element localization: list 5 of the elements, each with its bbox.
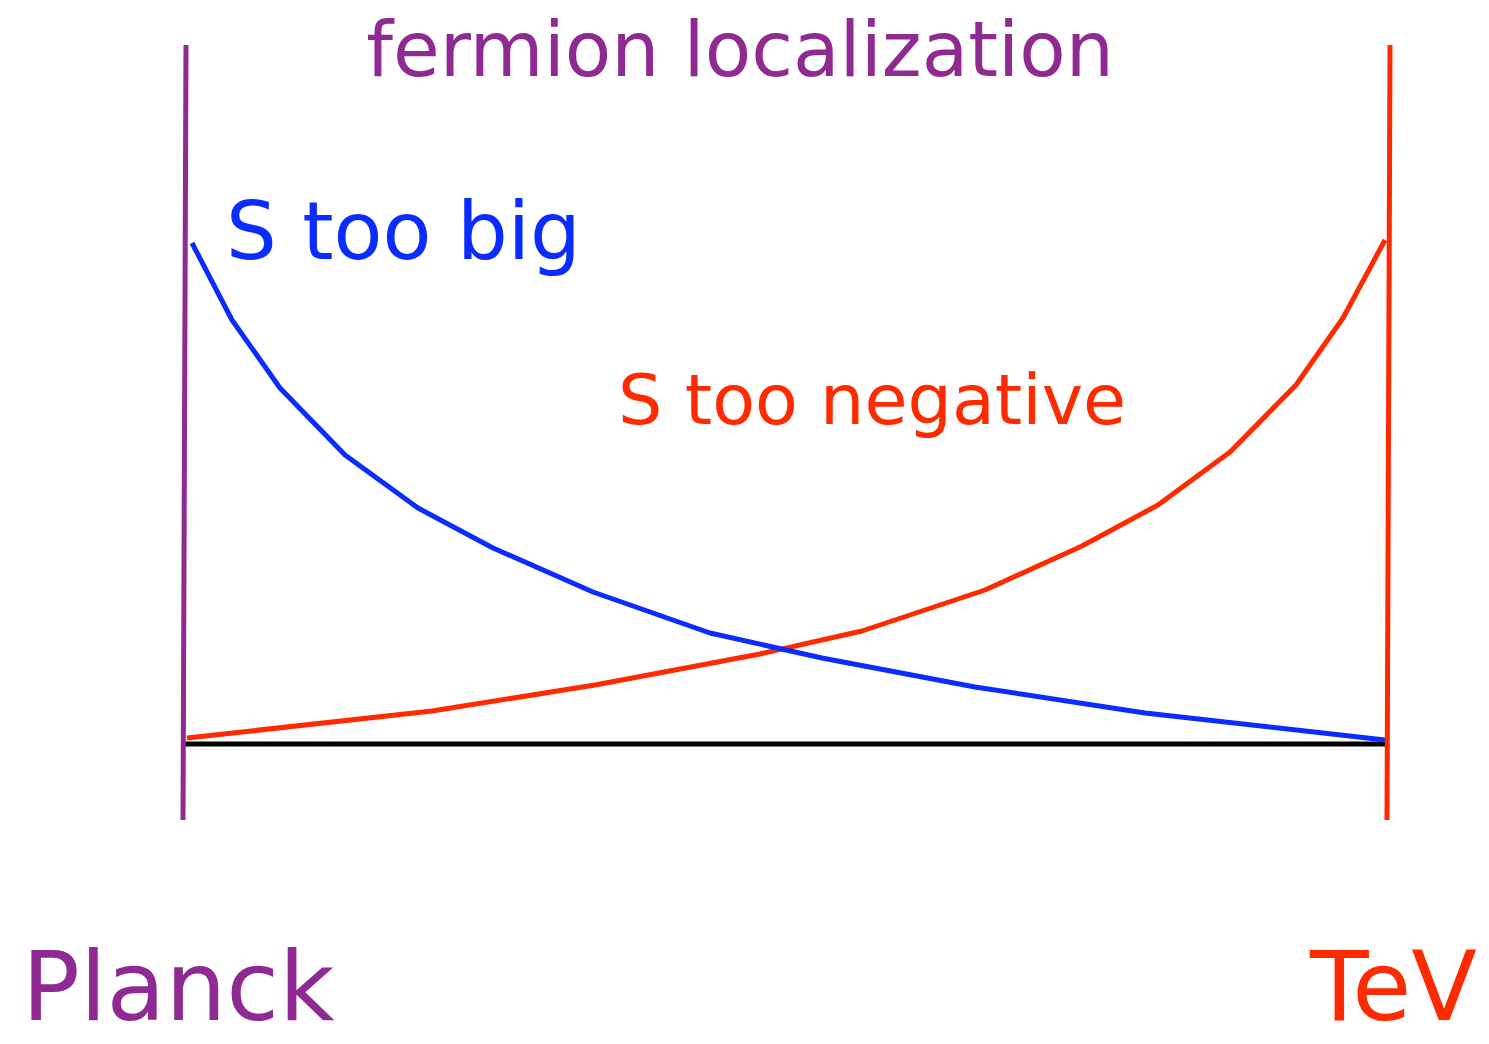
curve-label: S too big — [226, 188, 581, 276]
title: fermion localization — [366, 8, 1114, 92]
brane-label: Planck — [22, 935, 335, 1041]
brane-label: TeV — [1309, 935, 1477, 1041]
curve-label: S too negative — [618, 362, 1127, 439]
